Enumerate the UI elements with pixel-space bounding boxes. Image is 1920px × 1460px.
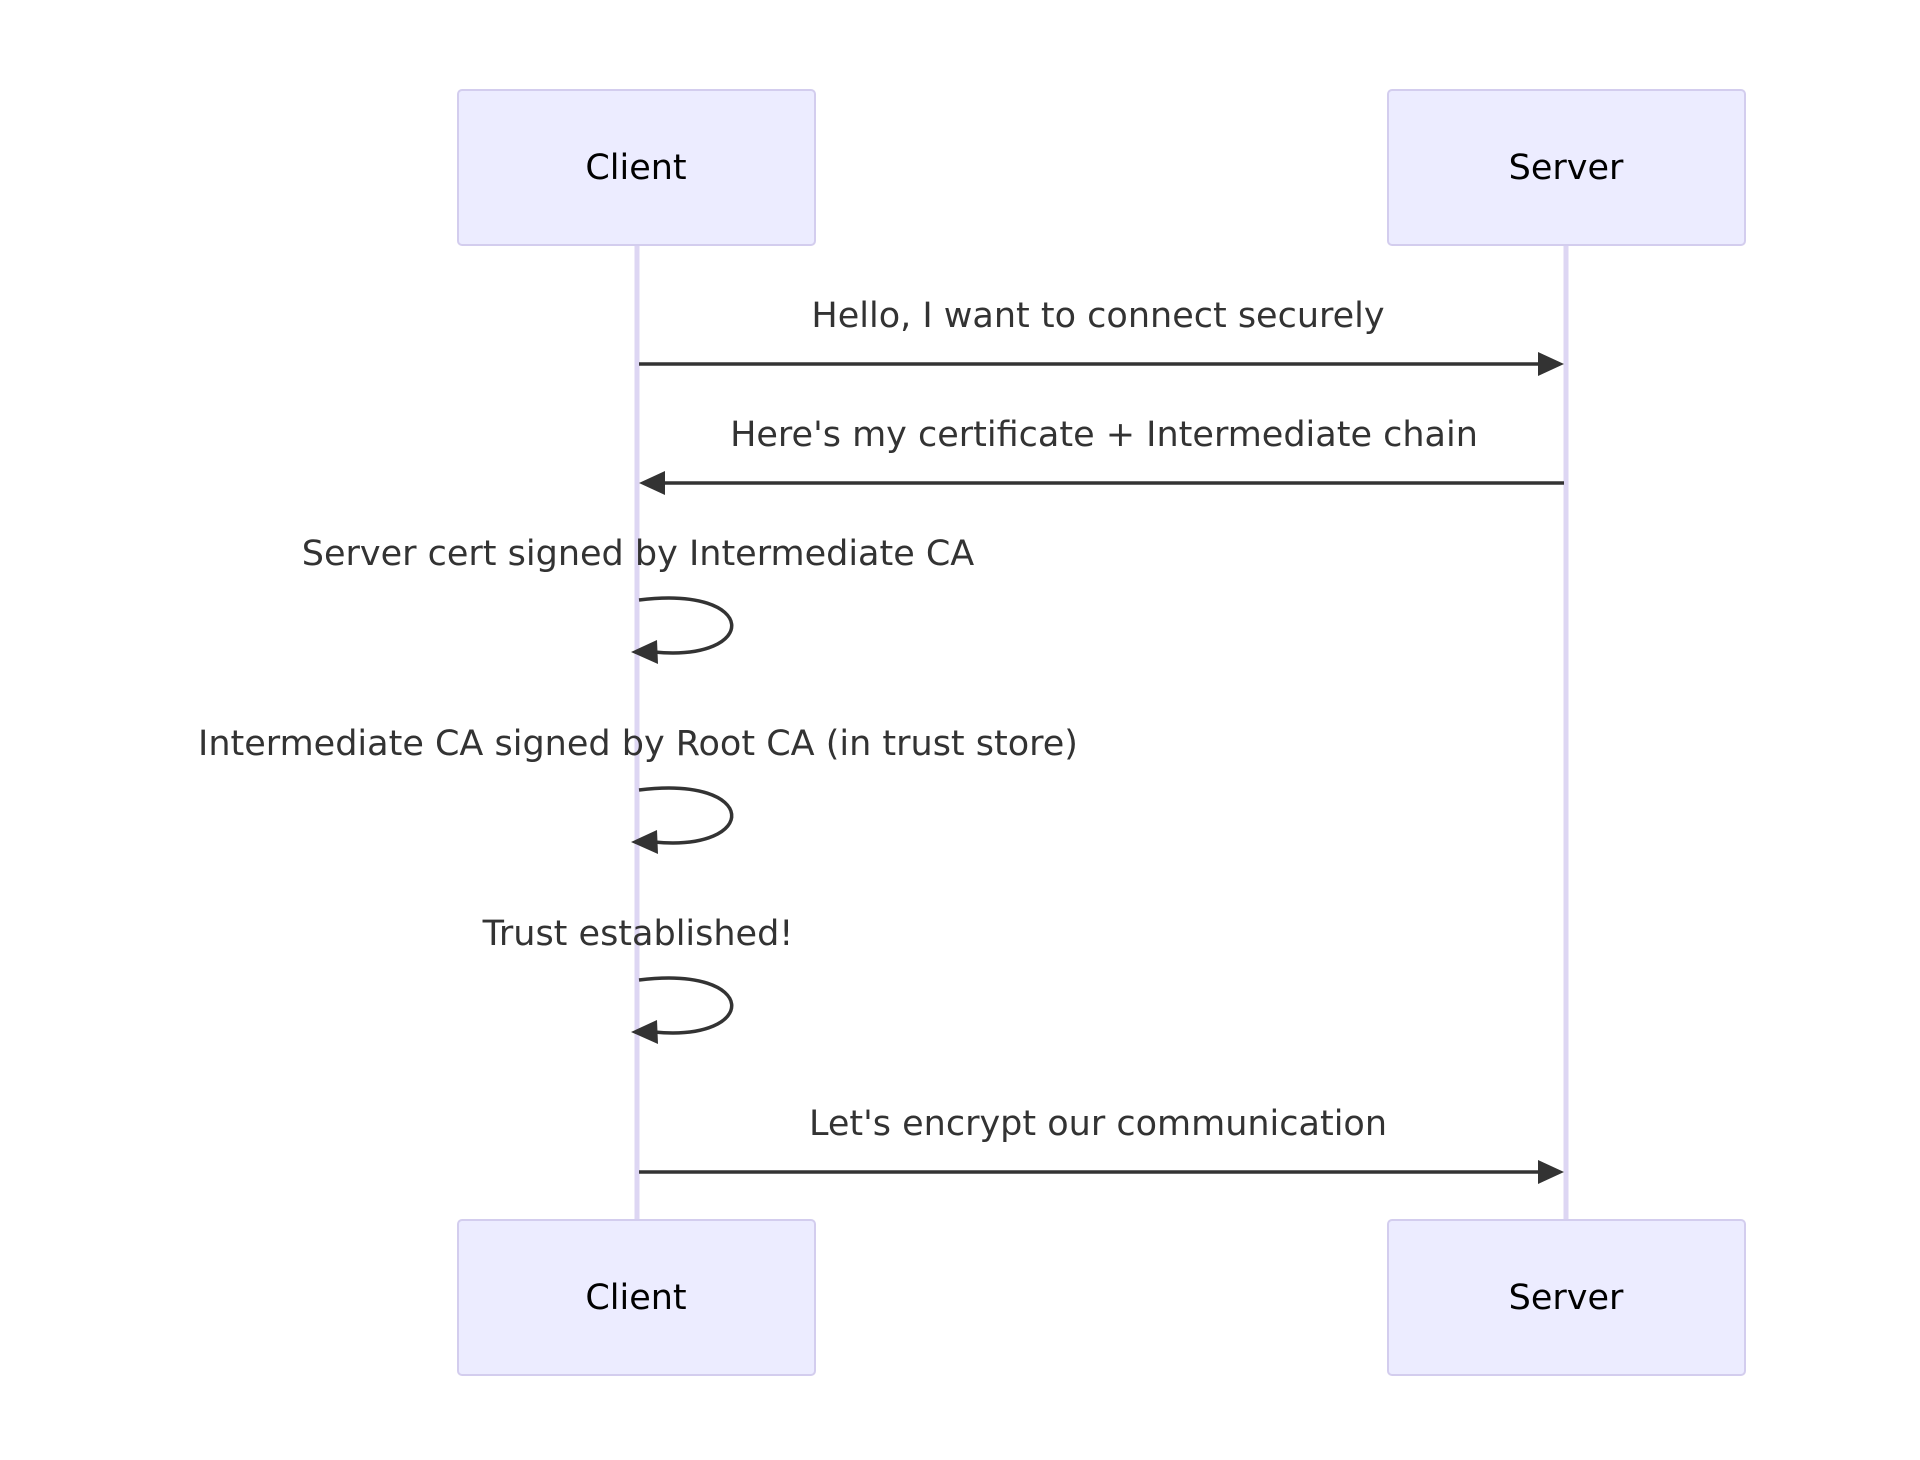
message-5-arrowhead [631,1020,658,1044]
message-6: Let's encrypt our communication [639,1104,1564,1184]
server-actor-bottom: Server [1387,1219,1746,1376]
message-4-label: Intermediate CA signed by Root CA (in tr… [198,724,1078,764]
message-4-arrowhead [631,830,658,854]
message-3: Server cert signed by Intermediate CA [302,534,975,664]
message-3-self-loop [638,596,734,655]
message-6-label: Let's encrypt our communication [809,1104,1387,1144]
message-4-self-loop [638,786,734,845]
client-actor-bottom: Client [457,1219,816,1376]
message-5-self-loop [638,976,734,1035]
message-2: Here's my certificate + Intermediate cha… [639,415,1564,495]
message-2-label: Here's my certificate + Intermediate cha… [730,415,1478,455]
message-3-arrowhead [631,640,658,664]
message-5-label: Trust established! [482,914,794,954]
client-actor-top: Client [457,89,816,246]
client-actor-bottom-label: Client [585,1278,686,1318]
server-actor-top-label: Server [1509,148,1624,188]
message-5: Trust established! [482,914,794,1044]
message-6-arrowhead [1538,1160,1564,1184]
message-4: Intermediate CA signed by Root CA (in tr… [198,724,1078,854]
message-1: Hello, I want to connect securely [639,296,1564,376]
message-1-label: Hello, I want to connect securely [811,296,1384,336]
server-actor-top: Server [1387,89,1746,246]
client-actor-top-label: Client [585,148,686,188]
message-3-label: Server cert signed by Intermediate CA [302,534,975,574]
message-2-arrowhead [639,471,665,495]
server-actor-bottom-label: Server [1509,1278,1624,1318]
message-1-arrowhead [1538,352,1564,376]
